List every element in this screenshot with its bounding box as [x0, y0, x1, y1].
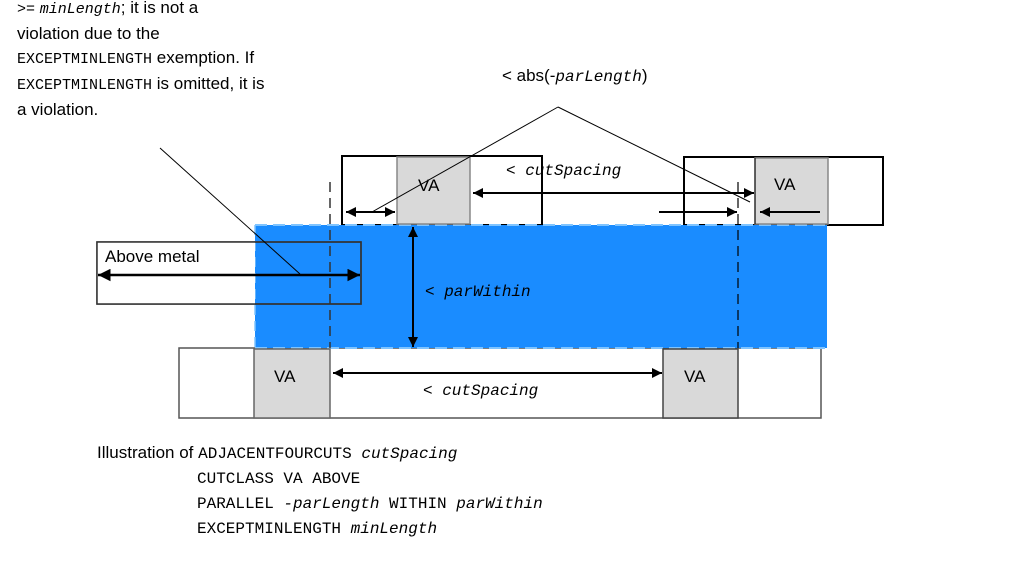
figure-caption: Illustration of ADJACENTFOURCUTS cutSpac…: [97, 441, 543, 541]
note-line-1: >= minLength; it is not a: [17, 0, 199, 18]
callout-line-abs-right: [557, 106, 751, 203]
via-label-top-left: VA: [418, 176, 440, 195]
caption-line-1: Illustration of ADJACENTFOURCUTS cutSpac…: [97, 443, 458, 463]
abs-parlength-label: < abs(-parLength): [502, 66, 647, 86]
parallel-within-region: [255, 225, 827, 348]
cutspacing-bottom-label: < cutSpacing: [423, 382, 539, 400]
note-line-2: violation due to the: [17, 24, 160, 43]
via-label-bottom-left: VA: [274, 367, 296, 386]
caption-line-4: EXCEPTMINLENGTH minLength: [197, 520, 438, 538]
note-line-3: EXCEPTMINLENGTH exemption. If: [17, 48, 255, 68]
via-bottom-left: [253, 348, 331, 419]
caption-line-3: PARALLEL -parLength WITHIN parWithin: [197, 495, 543, 513]
cutspacing-top-label: < cutSpacing: [506, 162, 622, 180]
via-bottom-right: [662, 348, 739, 419]
callout-line-abs-left: [371, 106, 559, 213]
note-line-4: EXCEPTMINLENGTH is omitted, it is: [17, 74, 265, 94]
via-label-bottom-right: VA: [684, 367, 706, 386]
parwithin-label: < parWithin: [425, 283, 531, 301]
caption-line-2: CUTCLASS VA ABOVE: [197, 470, 361, 488]
note-line-5: a violation.: [17, 100, 99, 119]
via-label-top-right: VA: [774, 175, 796, 194]
above-metal-label: Above metal: [105, 247, 200, 266]
callout-line-note: [159, 147, 301, 275]
explanation-note: >= minLength; it is not a violation due …: [17, 0, 347, 122]
